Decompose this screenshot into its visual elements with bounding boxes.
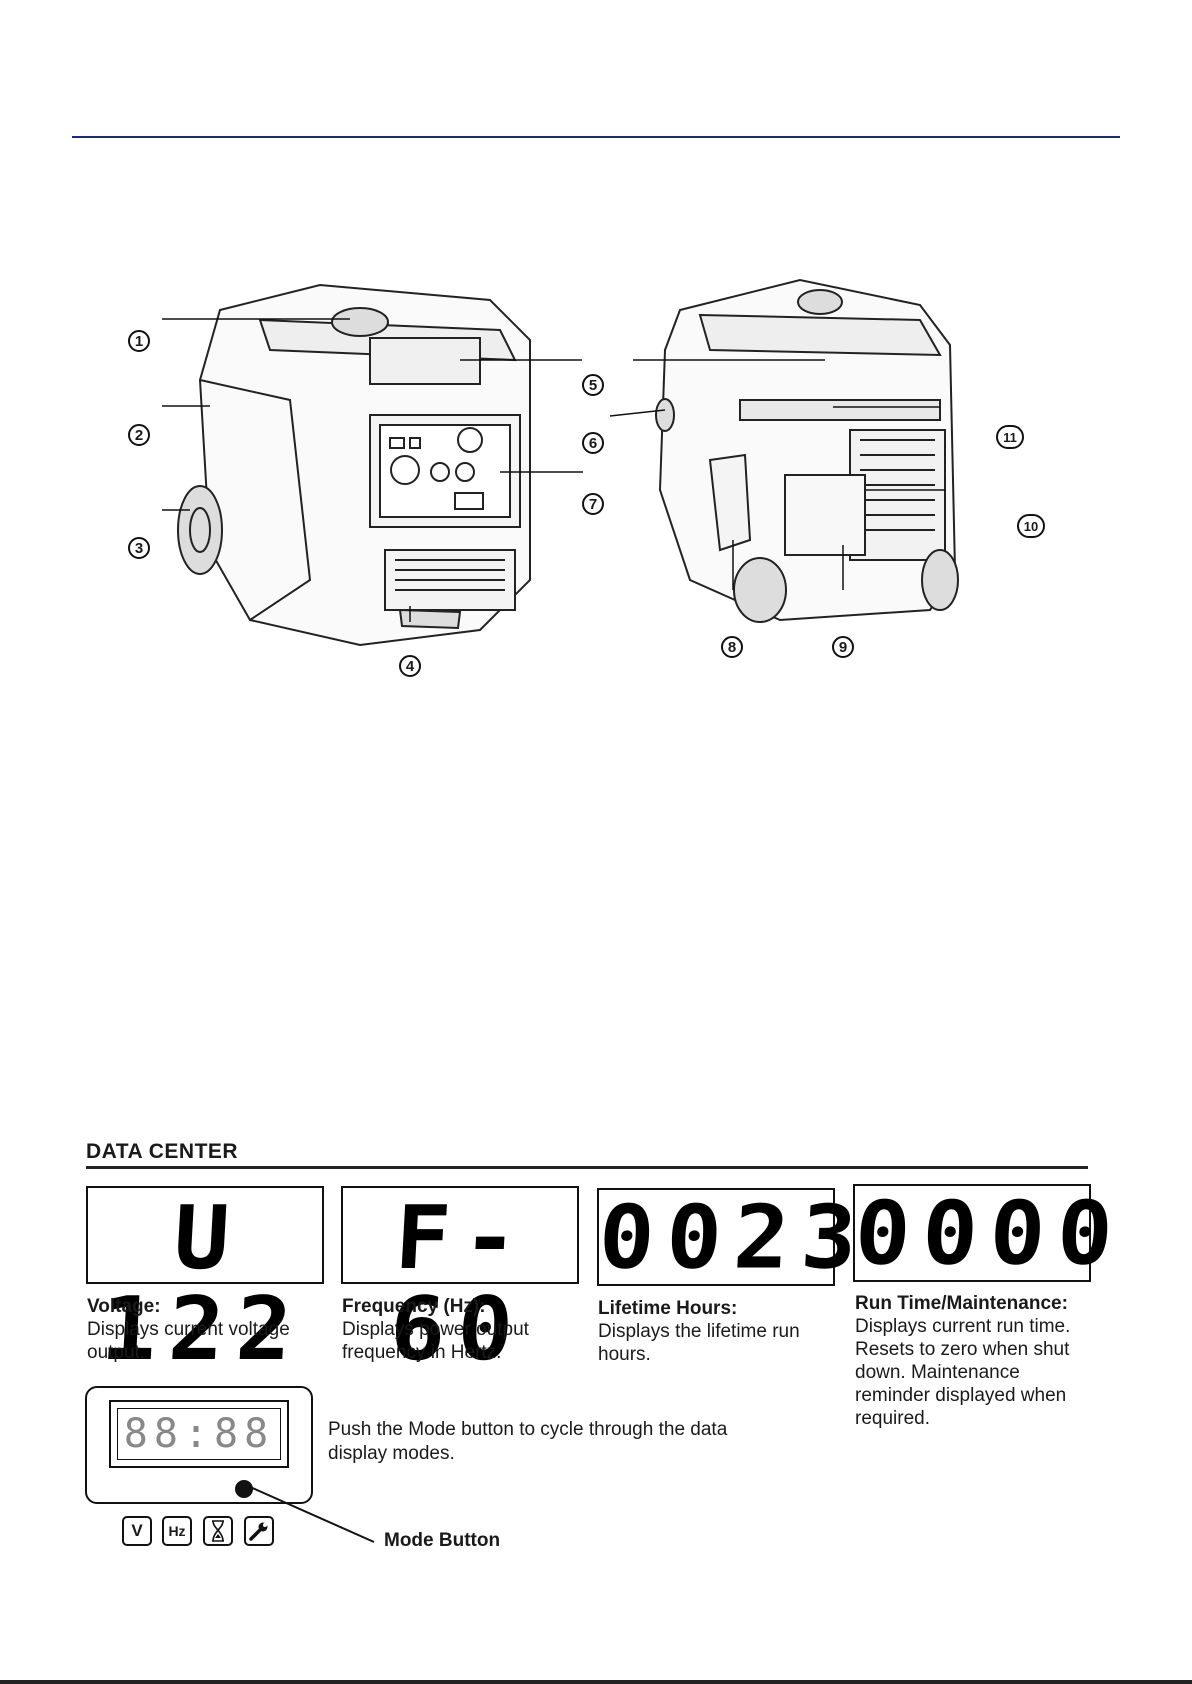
run-time-text: Displays current run time. Resets to zer… xyxy=(855,1316,1071,1429)
run-time-display: 0000 xyxy=(852,1182,1128,1285)
callout-9: 9 xyxy=(832,636,854,658)
callout-3: 3 xyxy=(128,537,150,559)
voltage-text: Displays current voltage output. xyxy=(87,1319,290,1363)
run-time-description: Run Time/Maintenance: Displays current r… xyxy=(855,1293,1100,1430)
voltage-title: Voltage: xyxy=(87,1296,161,1317)
wrench-icon xyxy=(244,1516,274,1546)
lifetime-hours-display: 0023 xyxy=(596,1186,872,1289)
callout-8: 8 xyxy=(721,636,743,658)
mode-panel-screen: 88:88 xyxy=(109,1400,289,1468)
mode-button[interactable] xyxy=(235,1480,253,1498)
data-center-title: DATA CENTER xyxy=(86,1140,239,1163)
mode-panel-readout: 88:88 xyxy=(117,1408,281,1460)
callout-11: 11 xyxy=(996,425,1024,449)
run-time-title: Run Time/Maintenance: xyxy=(855,1293,1068,1314)
lifetime-text: Displays the lifetime run hours. xyxy=(598,1321,800,1365)
voltage-display: U 122 xyxy=(86,1186,324,1380)
footer-rule xyxy=(0,1680,1192,1684)
callout-5: 5 xyxy=(582,374,604,396)
hertz-icon: Hz xyxy=(162,1516,192,1546)
callout-2: 2 xyxy=(128,424,150,446)
lifetime-description: Lifetime Hours: Displays the lifetime ru… xyxy=(598,1298,838,1366)
frequency-title: Frequency (Hz): xyxy=(342,1296,486,1317)
frequency-display: F-60 xyxy=(341,1186,579,1380)
header-rule xyxy=(72,136,1120,138)
callout-4: 4 xyxy=(399,655,421,677)
voltage-description: Voltage: Displays current voltage output… xyxy=(87,1296,327,1364)
generator-diagram xyxy=(162,278,959,647)
mode-button-label: Mode Button xyxy=(384,1530,501,1551)
callout-1: 1 xyxy=(128,330,150,352)
mode-button-leader xyxy=(247,1485,375,1543)
generator-front-view xyxy=(177,283,531,647)
volt-icon: V xyxy=(122,1516,152,1546)
data-center-rule xyxy=(86,1166,1088,1169)
mode-instruction: Push the Mode button to cycle through th… xyxy=(328,1419,728,1464)
callout-7: 7 xyxy=(582,493,604,515)
run-time-readout: 0000 xyxy=(852,1182,1128,1285)
frequency-description: Frequency (Hz): Displays power output fr… xyxy=(342,1296,582,1364)
mode-panel: 88:88 xyxy=(85,1386,313,1504)
generator-rear-view xyxy=(655,278,959,623)
callout-10: 10 xyxy=(1017,514,1045,538)
lifetime-title: Lifetime Hours: xyxy=(598,1298,738,1319)
hourglass-icon xyxy=(203,1516,233,1546)
frequency-text: Displays power output frequency in Hertz… xyxy=(342,1319,529,1363)
callout-6: 6 xyxy=(582,432,604,454)
lifetime-hours-readout: 0023 xyxy=(596,1186,872,1289)
